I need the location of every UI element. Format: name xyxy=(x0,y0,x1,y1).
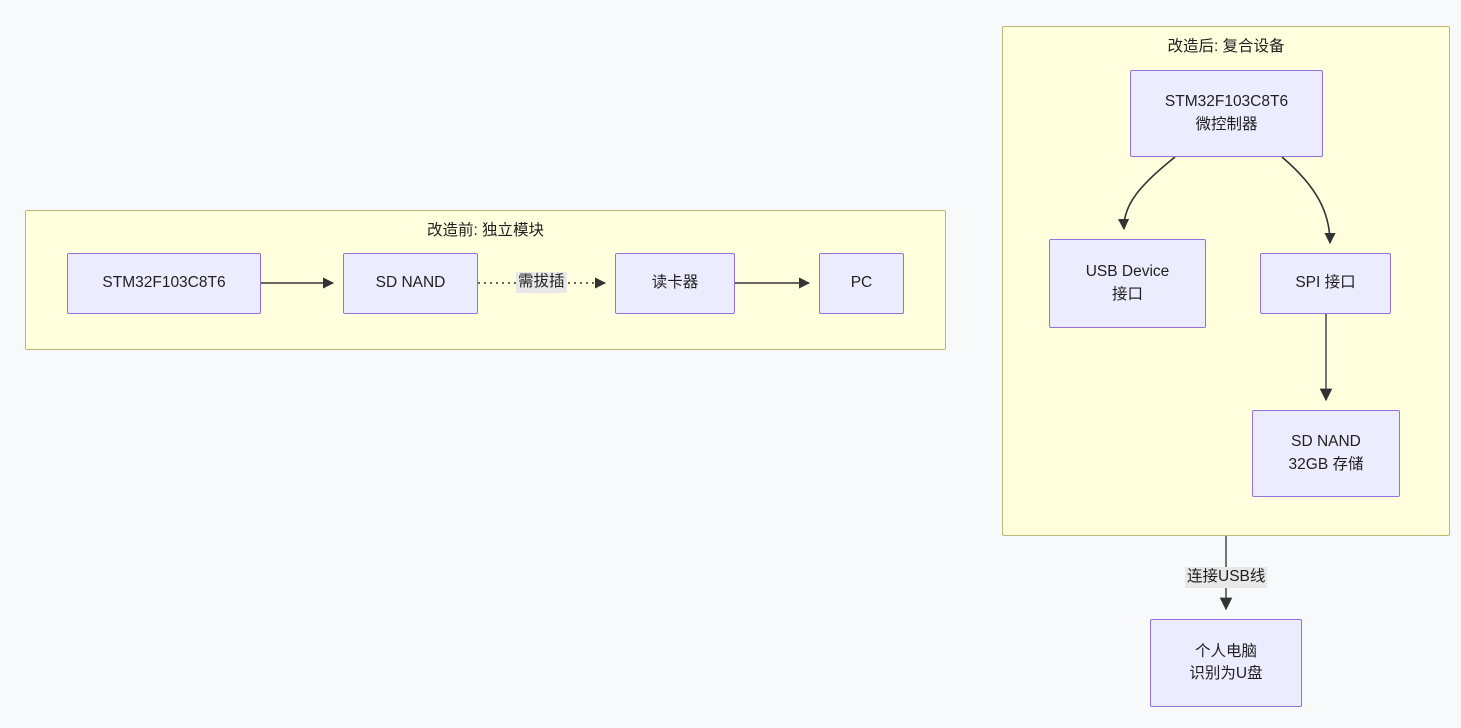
node-spi-interface[interactable]: SPI 接口 xyxy=(1260,253,1391,314)
node-usb-device[interactable]: USB Device 接口 xyxy=(1049,239,1206,328)
node-label: PC xyxy=(850,274,873,292)
node-personal-computer[interactable]: 个人电脑 识别为U盘 xyxy=(1150,619,1302,707)
node-card-reader[interactable]: 读卡器 xyxy=(615,253,735,314)
node-label: STM32F103C8T6 xyxy=(1164,93,1289,111)
node-label: STM32F103C8T6 xyxy=(102,274,226,292)
node-label: SD NAND xyxy=(1291,433,1361,451)
node-label: 个人电脑 xyxy=(1194,642,1257,660)
node-sublabel: 接口 xyxy=(1111,285,1143,303)
node-sdnand-old[interactable]: SD NAND xyxy=(343,253,478,314)
node-label: USB Device xyxy=(1085,263,1170,281)
node-label: SD NAND xyxy=(375,274,446,292)
edge-label-unplug: 需拔插 xyxy=(516,272,567,293)
node-stm32-old[interactable]: STM32F103C8T6 xyxy=(67,253,261,314)
node-stm32-new[interactable]: STM32F103C8T6 微控制器 xyxy=(1130,70,1323,157)
node-sublabel: 识别为U盘 xyxy=(1189,665,1263,682)
edge-label-usb-cable: 连接USB线 xyxy=(1185,567,1268,588)
cluster-after-title: 改造后: 复合设备 xyxy=(1167,38,1285,55)
node-sdnand-new[interactable]: SD NAND 32GB 存储 xyxy=(1252,410,1400,497)
node-sublabel: 32GB 存储 xyxy=(1288,455,1364,473)
cluster-before-title: 改造前: 独立模块 xyxy=(426,222,545,239)
node-sublabel: 微控制器 xyxy=(1195,115,1258,133)
node-pc-old[interactable]: PC xyxy=(819,253,904,314)
node-label: 读卡器 xyxy=(651,274,699,292)
node-label: SPI 接口 xyxy=(1295,274,1356,292)
